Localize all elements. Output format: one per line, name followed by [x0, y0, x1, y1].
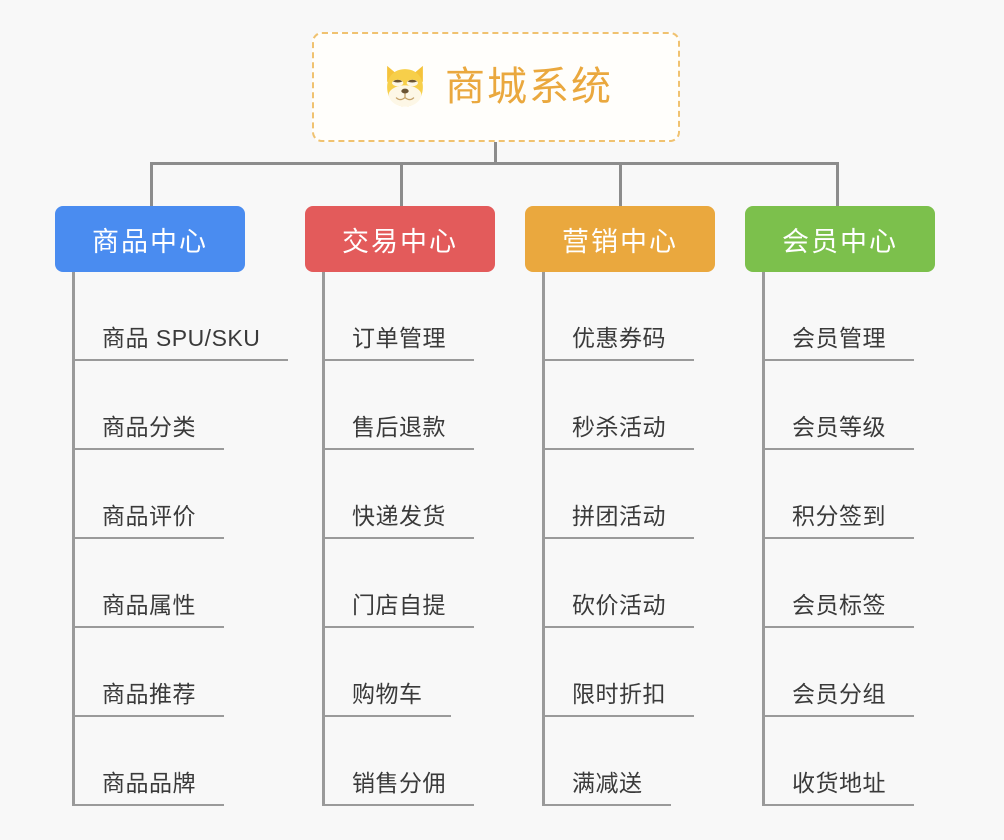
list-item[interactable]: 优惠券码 — [525, 272, 715, 361]
list-item[interactable]: 商品属性 — [55, 539, 245, 628]
connector-drop-商品中心 — [150, 162, 153, 208]
item-label: 商品分类 — [72, 408, 224, 450]
item-label: 秒杀活动 — [542, 408, 694, 450]
item-label: 会员标签 — [762, 586, 914, 628]
connector-horizontal-bus — [150, 162, 838, 165]
branch-spine-0 — [72, 272, 75, 806]
list-item[interactable]: 会员管理 — [745, 272, 935, 361]
branch-header-label-1: 交易中心 — [342, 226, 458, 257]
list-item[interactable]: 满减送 — [525, 717, 715, 806]
list-item[interactable]: 销售分佣 — [305, 717, 495, 806]
list-item[interactable]: 拼团活动 — [525, 450, 715, 539]
item-label: 会员等级 — [762, 408, 914, 450]
branch-header-label-0: 商品中心 — [92, 226, 208, 257]
list-item[interactable]: 会员分组 — [745, 628, 935, 717]
branch-header-2[interactable]: 营销中心 — [525, 206, 715, 272]
branch-item-list-1: 订单管理 售后退款 快递发货 门店自提 购物车 销售分佣 — [305, 272, 495, 806]
connector-drop-交易中心 — [400, 162, 403, 208]
item-label: 限时折扣 — [542, 675, 694, 717]
branch-spine-1 — [322, 272, 325, 806]
item-label: 订单管理 — [322, 319, 474, 361]
list-item[interactable]: 购物车 — [305, 628, 495, 717]
list-item[interactable]: 砍价活动 — [525, 539, 715, 628]
branch-body-3: 会员管理 会员等级 积分签到 会员标签 会员分组 收货地址 — [745, 272, 935, 806]
list-item[interactable]: 会员等级 — [745, 361, 935, 450]
list-item[interactable]: 门店自提 — [305, 539, 495, 628]
list-item[interactable]: 快递发货 — [305, 450, 495, 539]
item-label: 拼团活动 — [542, 497, 694, 539]
list-item[interactable]: 商品评价 — [55, 450, 245, 539]
branch-column-0: 商品中心 商品 SPU/SKU 商品分类 商品评价 商品属性 商品推荐 商品品牌 — [55, 206, 289, 806]
list-item[interactable]: 商品品牌 — [55, 717, 245, 806]
connector-drop-营销中心 — [619, 162, 622, 208]
list-item[interactable]: 售后退款 — [305, 361, 495, 450]
item-label: 购物车 — [322, 675, 451, 717]
root-node[interactable]: 商城系统 — [312, 32, 680, 142]
item-label: 积分签到 — [762, 497, 914, 539]
branch-spine-3 — [762, 272, 765, 806]
item-label: 销售分佣 — [322, 764, 474, 806]
branch-header-3[interactable]: 会员中心 — [745, 206, 935, 272]
list-item[interactable]: 积分签到 — [745, 450, 935, 539]
branch-body-1: 订单管理 售后退款 快递发货 门店自提 购物车 销售分佣 — [305, 272, 495, 806]
item-label: 商品品牌 — [72, 764, 224, 806]
item-label: 会员管理 — [762, 319, 914, 361]
item-label: 商品属性 — [72, 586, 224, 628]
item-label: 快递发货 — [322, 497, 474, 539]
branch-column-1: 交易中心 订单管理 售后退款 快递发货 门店自提 购物车 销售分佣 — [305, 206, 495, 806]
branch-column-3: 会员中心 会员管理 会员等级 积分签到 会员标签 会员分组 收货地址 — [745, 206, 935, 806]
list-item[interactable]: 订单管理 — [305, 272, 495, 361]
shiba-inu-dog-icon — [387, 65, 423, 107]
item-label: 售后退款 — [322, 408, 474, 450]
item-label: 商品推荐 — [72, 675, 224, 717]
list-item[interactable]: 商品 SPU/SKU — [55, 272, 289, 361]
branch-spine-2 — [542, 272, 545, 806]
item-label: 商品 SPU/SKU — [72, 319, 289, 361]
item-label: 砍价活动 — [542, 586, 694, 628]
branch-item-list-3: 会员管理 会员等级 积分签到 会员标签 会员分组 收货地址 — [745, 272, 935, 806]
branch-header-label-3: 会员中心 — [782, 226, 898, 257]
branch-body-0: 商品 SPU/SKU 商品分类 商品评价 商品属性 商品推荐 商品品牌 — [55, 272, 289, 806]
branch-column-2: 营销中心 优惠券码 秒杀活动 拼团活动 砍价活动 限时折扣 满减送 — [525, 206, 715, 806]
item-label: 优惠券码 — [542, 319, 694, 361]
branch-header-1[interactable]: 交易中心 — [305, 206, 495, 272]
list-item[interactable]: 商品分类 — [55, 361, 245, 450]
connector-drop-会员中心 — [836, 162, 839, 208]
list-item[interactable]: 收货地址 — [745, 717, 935, 806]
connector-root-stem — [494, 142, 497, 164]
list-item[interactable]: 秒杀活动 — [525, 361, 715, 450]
list-item[interactable]: 商品推荐 — [55, 628, 245, 717]
branch-body-2: 优惠券码 秒杀活动 拼团活动 砍价活动 限时折扣 满减送 — [525, 272, 715, 806]
branch-header-0[interactable]: 商品中心 — [55, 206, 245, 272]
list-item[interactable]: 会员标签 — [745, 539, 935, 628]
item-label: 会员分组 — [762, 675, 914, 717]
item-label: 门店自提 — [322, 586, 474, 628]
branch-item-list-0: 商品 SPU/SKU 商品分类 商品评价 商品属性 商品推荐 商品品牌 — [55, 272, 289, 806]
item-label: 满减送 — [542, 764, 671, 806]
item-label: 收货地址 — [762, 764, 914, 806]
branch-item-list-2: 优惠券码 秒杀活动 拼团活动 砍价活动 限时折扣 满减送 — [525, 272, 715, 806]
item-label: 商品评价 — [72, 497, 224, 539]
root-title: 商城系统 — [445, 65, 613, 109]
branch-header-label-2: 营销中心 — [562, 226, 678, 257]
list-item[interactable]: 限时折扣 — [525, 628, 715, 717]
